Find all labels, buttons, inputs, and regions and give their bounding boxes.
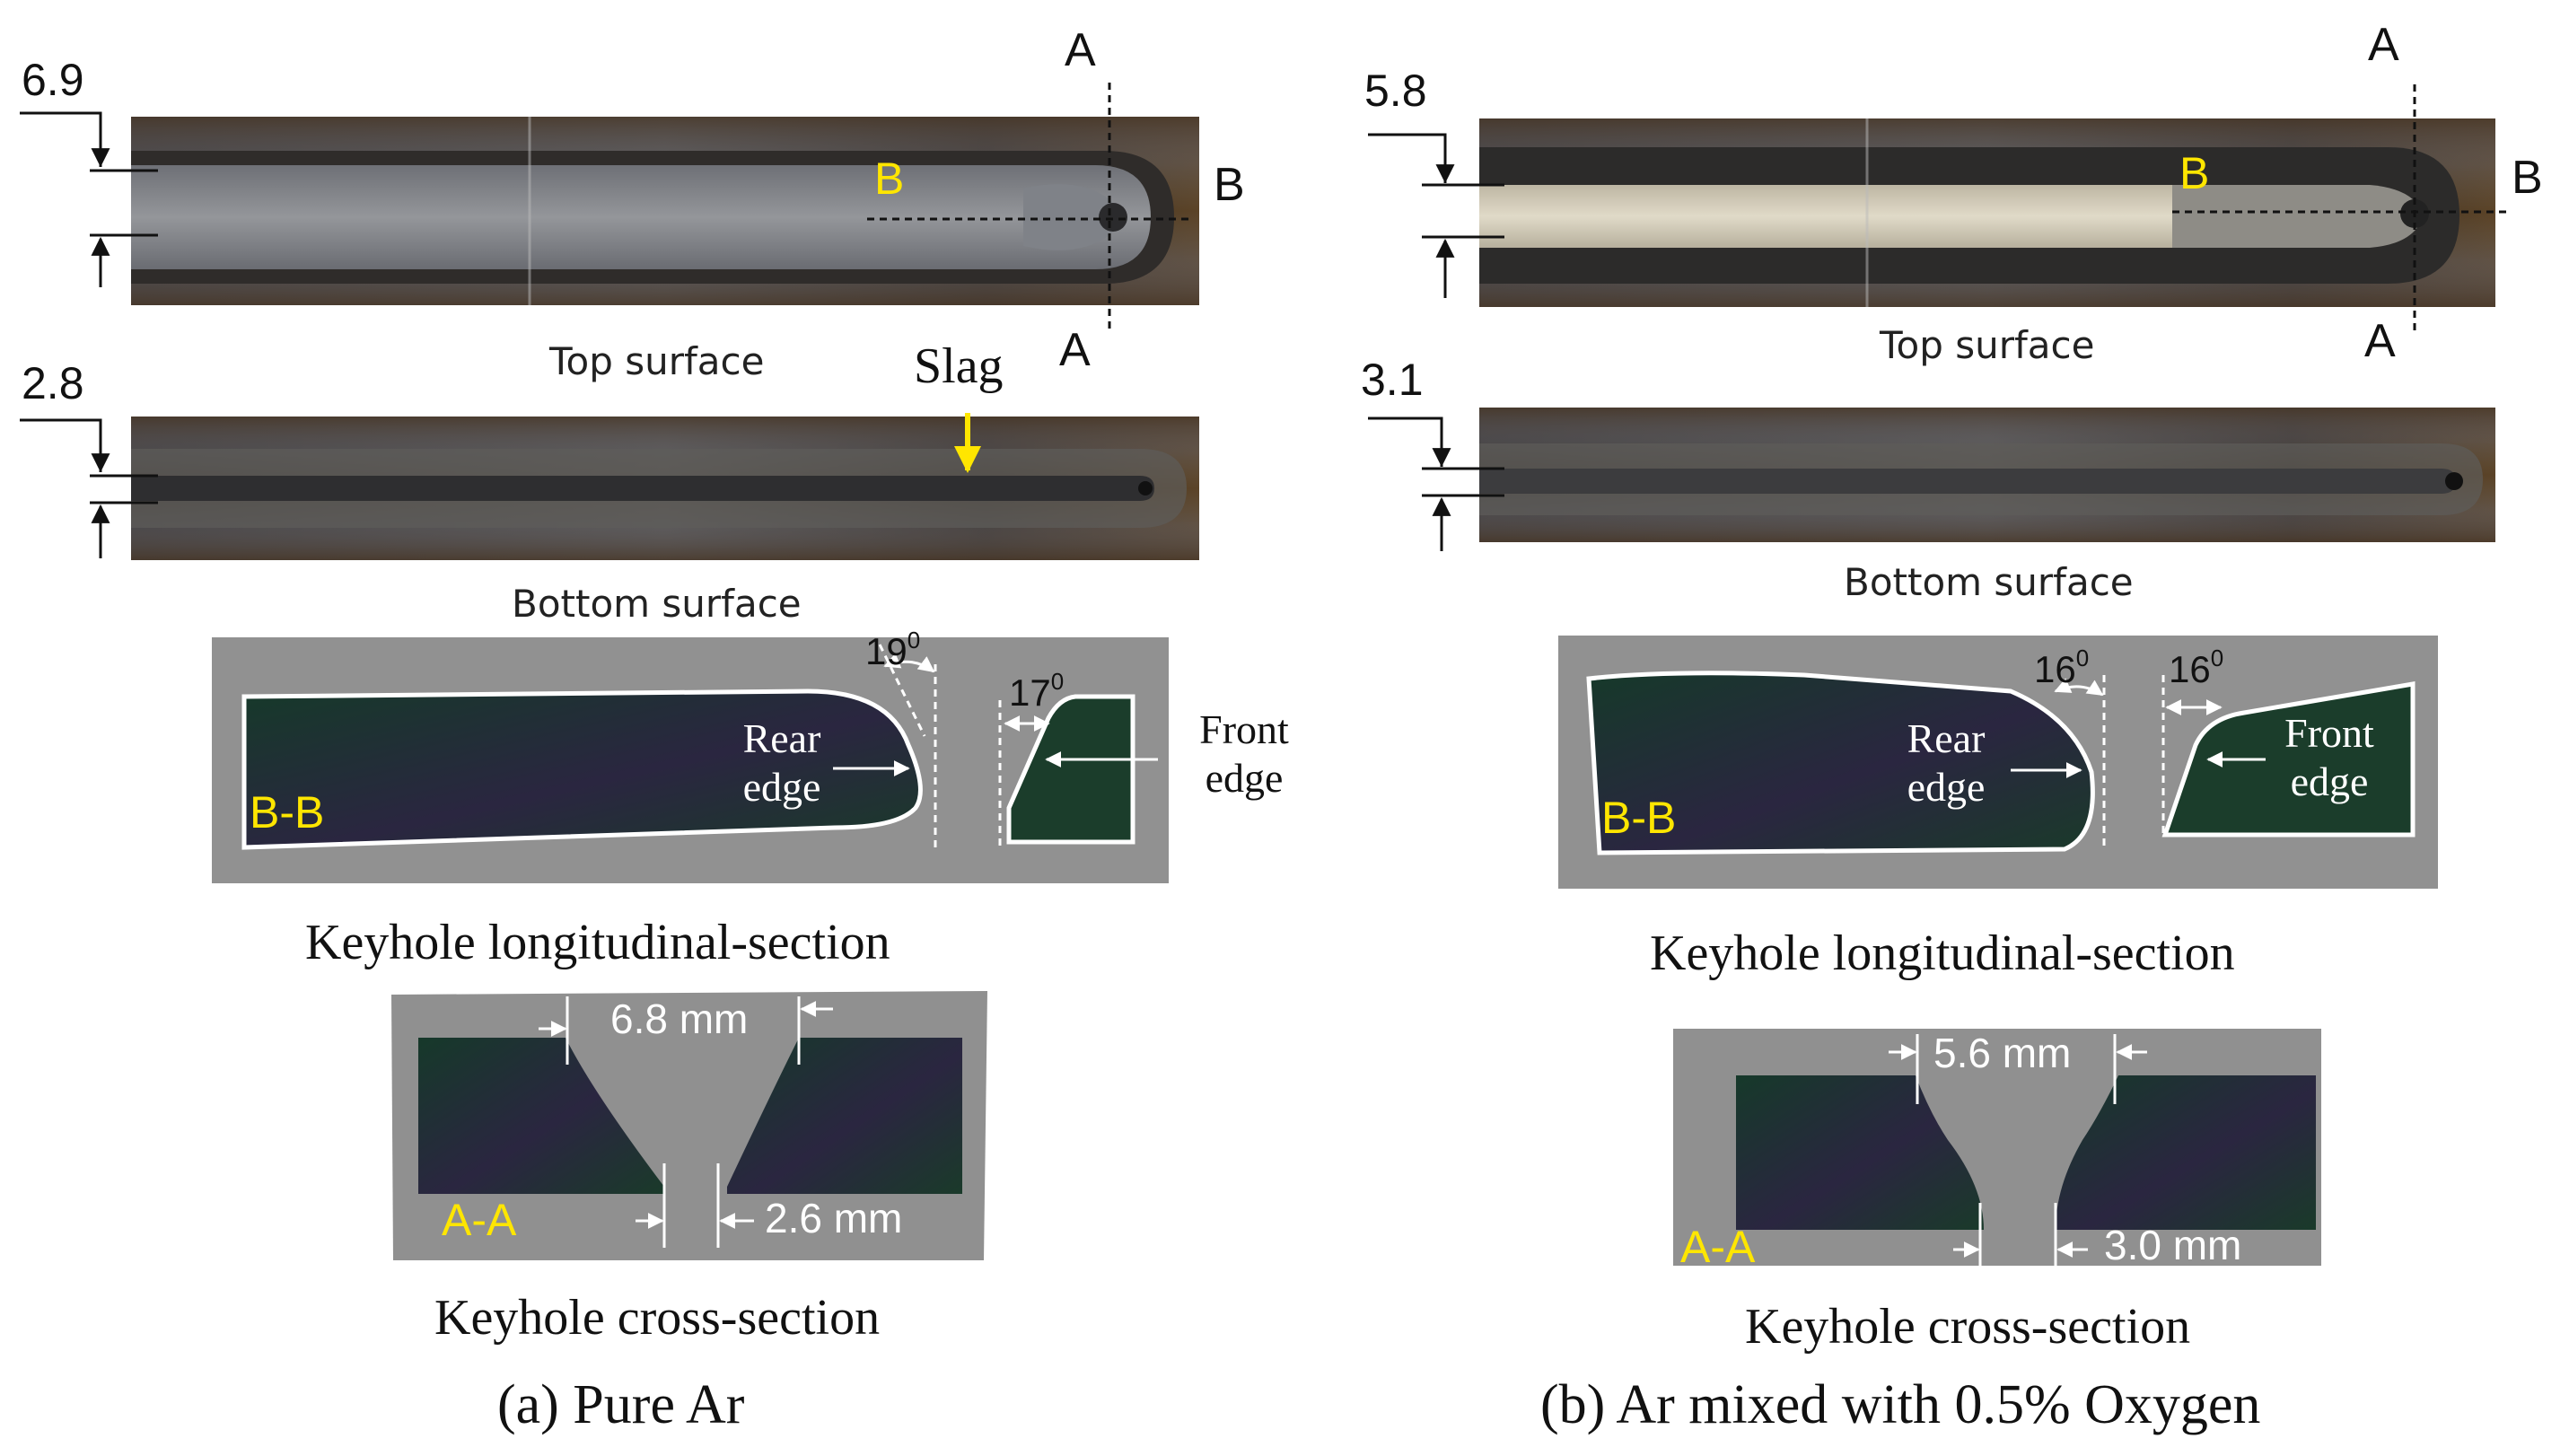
- panel-a-section-lines: [867, 83, 1194, 330]
- panel-a-section-a-top: A: [1065, 24, 1096, 76]
- panel-a-section-b-marker: B: [874, 153, 905, 204]
- panel-b-top-surface-label: Top surface: [1880, 323, 2095, 367]
- panel-b-cross-section-title: Keyhole cross-section: [1745, 1299, 2191, 1355]
- panel-a-cross-top-width: 6.8 mm: [610, 996, 749, 1042]
- panel-a-cross-section-tag: A-A: [442, 1195, 517, 1245]
- panel-a-top-width-label: 6.9: [22, 55, 84, 105]
- panel-b-bottom-width-label: 3.1: [1361, 355, 1424, 405]
- panel-a-top-dimension: [20, 111, 158, 287]
- panel-a-longitudinal-section: [212, 637, 1169, 883]
- panel-a-section-a-bottom: A: [1059, 324, 1091, 376]
- panel-b-top-dimension: [1368, 133, 1504, 298]
- panel-b-rear-angle: 160: [2034, 645, 2090, 690]
- panel-b-bottom-surface-plate: [1479, 408, 2495, 542]
- panel-a-front-angle: 170: [1009, 668, 1065, 714]
- panel-b-caption: (b) Ar mixed with 0.5% Oxygen: [1540, 1374, 2261, 1435]
- panel-b-section-b-marker: B: [2179, 148, 2210, 198]
- panel-b-bottom-surface-label: Bottom surface: [1844, 560, 2134, 604]
- panel-b-rear-edge-label: Rear edge: [1907, 715, 1986, 811]
- panel-a-section-b-right: B: [1214, 159, 1245, 211]
- panel-b-front-angle: 160: [2169, 645, 2224, 690]
- panel-a-bottom-width-label: 2.8: [22, 358, 84, 408]
- panel-b-long-section-tag: B-B: [1601, 793, 1677, 843]
- panel-b-long-section-title: Keyhole longitudinal-section: [1650, 925, 2235, 981]
- panel-a-cross-bottom-width: 2.6 mm: [765, 1195, 903, 1241]
- panel-b-top-width-label: 5.8: [1364, 66, 1427, 116]
- panel-b-bottom-dimension: [1368, 417, 1504, 551]
- panel-a-slag-label: Slag: [914, 338, 1004, 394]
- panel-a-top-surface-label: Top surface: [549, 339, 765, 383]
- panel-a-rear-edge-label: Rear edge: [742, 715, 821, 811]
- panel-b-section-a-bottom: A: [2364, 315, 2396, 367]
- panel-a-cross-section-title: Keyhole cross-section: [434, 1290, 881, 1346]
- panel-a-bottom-surface-plate: [131, 417, 1199, 560]
- panel-a-long-section-title: Keyhole longitudinal-section: [305, 915, 890, 970]
- panel-a-top-surface-plate: [131, 117, 1199, 305]
- panel-b-cross-bottom-width: 3.0 mm: [2104, 1222, 2242, 1268]
- panel-a-cross-section: [391, 991, 987, 1260]
- panel-a-long-section-tag: B-B: [250, 787, 325, 838]
- panel-a-rear-angle: 190: [865, 627, 921, 672]
- panel-b-cross-section-tag: A-A: [1680, 1222, 1756, 1272]
- panel-b-section-b-right: B: [2512, 152, 2543, 204]
- panel-a-bottom-dimension: [20, 418, 158, 558]
- panel-b-cross-section: [1673, 1029, 2321, 1266]
- panel-b-section-lines: [2172, 84, 2506, 334]
- panel-b-cross-top-width: 5.6 mm: [1933, 1030, 2072, 1076]
- panel-b-front-edge-label: Front edge: [2284, 710, 2374, 805]
- panel-b-longitudinal-section: [1558, 636, 2438, 889]
- panel-a-bottom-surface-label: Bottom surface: [512, 582, 802, 626]
- panel-b-top-surface-plate: [1479, 118, 2495, 307]
- panel-a-caption: (a) Pure Ar: [497, 1374, 745, 1435]
- panel-a-front-edge-label: Front edge: [1199, 706, 1289, 802]
- panel-b-section-a-top: A: [2368, 19, 2399, 71]
